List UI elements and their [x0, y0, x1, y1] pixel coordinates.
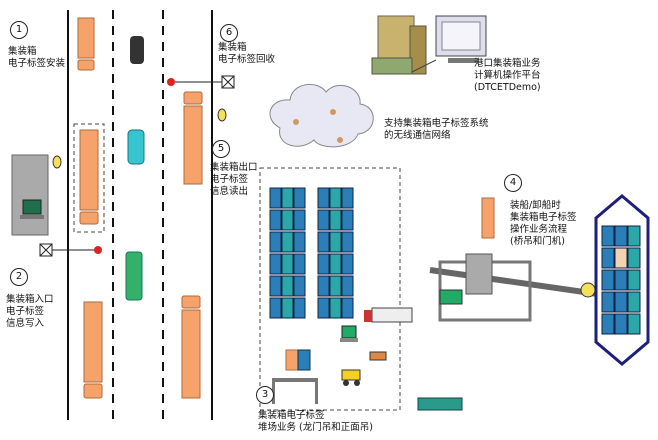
car-icon [130, 36, 144, 64]
container-block [269, 231, 282, 253]
ship-container-block [601, 313, 615, 335]
ship-icon [594, 194, 650, 366]
container-block [341, 209, 354, 231]
platform-label: 港口集装箱业务 计算机操作平台 (DTCETDemo) [474, 58, 541, 93]
step-label-4: 装船/卸船时 集装箱电子标签 操作业务流程 (桥吊和门机) [510, 200, 577, 247]
container-block [281, 231, 294, 253]
ship-container-block [614, 225, 628, 247]
road [67, 10, 213, 420]
container-block [329, 253, 342, 275]
rfid-reader-icon [11, 154, 62, 236]
container-block [341, 187, 354, 209]
step-number-3: 3 [256, 386, 274, 404]
antenna-icon [39, 243, 102, 257]
step-number-6: 6 [220, 24, 238, 42]
cloud-icon [269, 84, 374, 148]
container-block [341, 253, 354, 275]
container-block [281, 209, 294, 231]
container-block [281, 275, 294, 297]
container-block [269, 187, 282, 209]
truck-icon [183, 91, 203, 185]
container-block [269, 253, 282, 275]
step-number-4: 4 [504, 174, 522, 192]
container-block [341, 231, 354, 253]
step-label-1: 集装箱 电子标签安装 [8, 46, 66, 69]
ship-container-block [627, 269, 641, 291]
container-block [269, 209, 282, 231]
container-block [293, 275, 306, 297]
ship-container-block [601, 247, 615, 269]
container-block [281, 253, 294, 275]
container-block [317, 253, 330, 275]
container-block [293, 297, 306, 319]
step-label-2: 集装箱入口 电子标签 信息写入 [6, 294, 54, 329]
ship-container-block [614, 269, 628, 291]
container-block [281, 187, 294, 209]
container-block [317, 209, 330, 231]
container-block [269, 297, 282, 319]
computer-icon [411, 15, 487, 73]
step-label-5: 集装箱出口 电子标签 信息读出 [210, 162, 258, 197]
container-block [293, 231, 306, 253]
container-block [293, 209, 306, 231]
container-block [341, 297, 354, 319]
computer-icon [340, 325, 358, 342]
antenna-icon [167, 75, 235, 122]
container-block [329, 275, 342, 297]
car-icon [125, 251, 143, 301]
network-label: 支持集装箱电子标签系统 的无线通信网络 [384, 118, 489, 141]
container-block [341, 275, 354, 297]
ship-container-block [601, 269, 615, 291]
car-icon [127, 129, 145, 165]
step-label-3: 集装箱电子标签 堆场业务 (龙门吊和正面吊) [258, 410, 373, 433]
ship-container-block [627, 313, 641, 335]
ship-container-block [627, 225, 641, 247]
truck-icon [79, 129, 99, 225]
truck-icon [481, 197, 495, 239]
container-block [293, 253, 306, 275]
truck-icon [364, 307, 463, 411]
ship-container-block [614, 313, 628, 335]
ship-container-block [627, 291, 641, 313]
container-block [317, 231, 330, 253]
container-block [329, 209, 342, 231]
crane-icon [272, 349, 318, 404]
container-block [329, 297, 342, 319]
container-block [317, 297, 330, 319]
container-block [317, 275, 330, 297]
container-block [317, 187, 330, 209]
ship-container-block [601, 291, 615, 313]
step-label-6: 集装箱 电子标签回收 [218, 42, 276, 65]
container-block [281, 297, 294, 319]
ship-container-block [627, 247, 641, 269]
container-block [329, 231, 342, 253]
reader-zone [73, 123, 105, 233]
truck-icon [77, 17, 95, 71]
container-block [269, 275, 282, 297]
step-number-5: 5 [212, 140, 230, 158]
container-block [329, 187, 342, 209]
building-icon [371, 15, 427, 75]
ship-container-block [601, 225, 615, 247]
ship-container-block [614, 291, 628, 313]
container-block [293, 187, 306, 209]
container-stack-icon [269, 187, 354, 319]
step-number-2: 2 [10, 268, 28, 286]
truck-icon [181, 295, 201, 399]
step-number-1: 1 [10, 21, 28, 39]
yard-zone [259, 167, 401, 411]
forklift-icon [341, 351, 387, 386]
ship-container-block [614, 247, 628, 269]
truck-icon [83, 301, 103, 399]
